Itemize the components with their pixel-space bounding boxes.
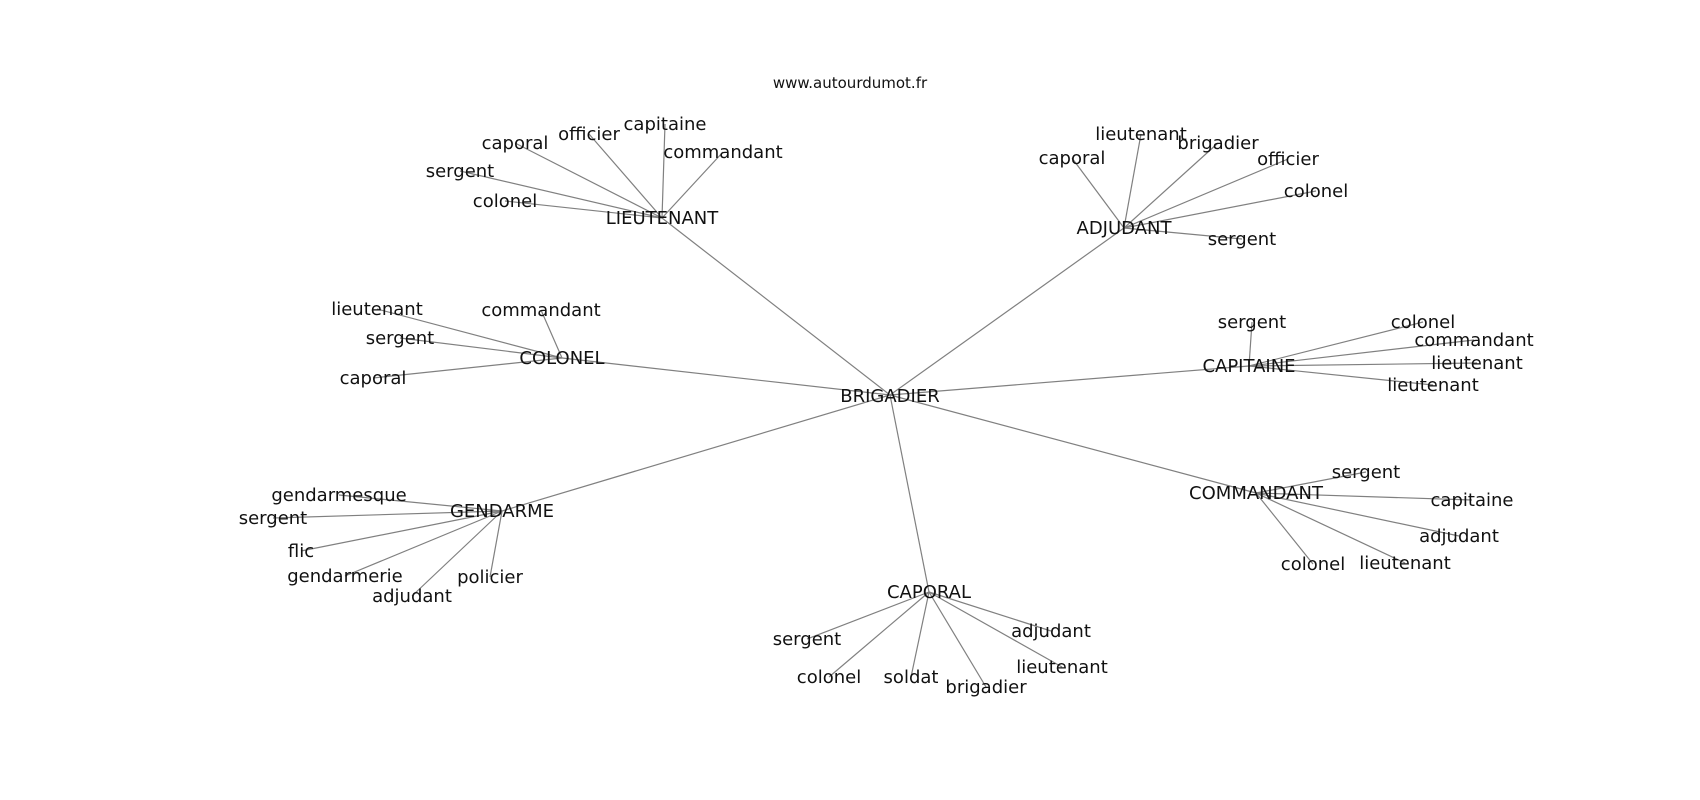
hub-node-adjudant[interactable]: ADJUDANT (1077, 218, 1173, 239)
leaf-word-adjudant-3[interactable]: officier (1257, 149, 1319, 170)
leaf-word-caporal-1[interactable]: adjudant (1011, 621, 1091, 642)
edge-commandant-lieutenant (1255, 492, 1406, 564)
leaf-word-colonel-2[interactable]: sergent (366, 328, 435, 349)
edge-gendarme-gendarmerie (344, 510, 503, 577)
edge-commandant-colonel (1255, 492, 1314, 565)
edge-capitaine-commandant (1248, 339, 1475, 367)
hub-node-gendarme[interactable]: GENDARME (450, 501, 554, 522)
leaf-word-caporal-5[interactable]: brigadier (945, 677, 1027, 698)
edge-caporal-brigadier (928, 591, 987, 688)
leaf-word-lieutenant-2[interactable]: officier (558, 124, 620, 145)
edge-adjudant-officier (1123, 158, 1289, 229)
graph-edges (272, 123, 1478, 688)
edge-center-caporal (889, 394, 930, 593)
edge-center-capitaine (889, 365, 1250, 396)
edge-center-lieutenant (661, 217, 891, 396)
edge-center-gendarme (501, 394, 891, 512)
leaf-word-adjudant-5[interactable]: sergent (1208, 229, 1277, 250)
edge-adjudant-sergent (1123, 227, 1243, 240)
edge-colonel-sergent (399, 337, 563, 359)
leaf-word-colonel-0[interactable]: lieutenant (331, 299, 423, 320)
leaf-word-capitaine-4[interactable]: lieutenant (1387, 375, 1479, 396)
site-url: www.autourdumot.fr (773, 74, 928, 92)
edge-caporal-adjudant (928, 591, 1052, 632)
leaf-word-caporal-3[interactable]: colonel (797, 667, 861, 688)
leaf-word-capitaine-0[interactable]: sergent (1218, 312, 1287, 333)
edge-lieutenant-officier (588, 133, 663, 219)
leaf-word-gendarme-0[interactable]: gendarmesque (271, 485, 406, 506)
leaf-word-adjudant-2[interactable]: brigadier (1177, 133, 1259, 154)
center-node-brigadier[interactable]: BRIGADIER (840, 386, 939, 407)
edge-adjudant-lieutenant (1123, 133, 1142, 229)
leaf-word-capitaine-3[interactable]: lieutenant (1431, 353, 1523, 374)
leaf-word-lieutenant-5[interactable]: colonel (473, 191, 537, 212)
leaf-word-lieutenant-3[interactable]: capitaine (624, 114, 707, 135)
leaf-word-commandant-0[interactable]: sergent (1332, 462, 1401, 483)
edge-lieutenant-colonel (504, 200, 663, 219)
leaf-word-gendarme-4[interactable]: adjudant (372, 586, 452, 607)
leaf-word-commandant-4[interactable]: colonel (1281, 554, 1345, 575)
edge-gendarme-adjudant (411, 510, 503, 597)
edge-adjudant-brigadier (1123, 142, 1219, 229)
leaf-word-adjudant-0[interactable]: caporal (1039, 148, 1106, 169)
leaf-word-capitaine-2[interactable]: commandant (1414, 330, 1533, 351)
edge-capitaine-lieutenant (1248, 365, 1434, 386)
edge-caporal-sergent (806, 591, 930, 640)
leaf-word-caporal-2[interactable]: lieutenant (1016, 657, 1108, 678)
leaf-word-capitaine-1[interactable]: colonel (1391, 312, 1455, 333)
edge-caporal-lieutenant (928, 591, 1063, 668)
leaf-word-lieutenant-0[interactable]: sergent (426, 161, 495, 182)
hub-node-lieutenant[interactable]: LIEUTENANT (606, 208, 719, 229)
edge-colonel-lieutenant (376, 308, 563, 359)
leaf-word-commandant-1[interactable]: capitaine (1431, 490, 1514, 511)
hub-node-capitaine[interactable]: CAPITAINE (1202, 356, 1295, 377)
edge-lieutenant-caporal (514, 142, 663, 219)
leaf-word-lieutenant-1[interactable]: caporal (482, 133, 549, 154)
leaf-word-commandant-2[interactable]: adjudant (1419, 526, 1499, 547)
edge-adjudant-colonel (1123, 190, 1317, 229)
hub-node-caporal[interactable]: CAPORAL (887, 582, 971, 603)
edge-adjudant-caporal (1071, 157, 1125, 229)
edge-capitaine-sergent (1248, 321, 1253, 367)
leaf-word-gendarme-1[interactable]: sergent (239, 508, 308, 529)
leaf-word-adjudant-1[interactable]: lieutenant (1095, 124, 1187, 145)
edge-commandant-adjudant (1255, 492, 1460, 537)
edge-colonel-caporal (372, 357, 563, 379)
leaf-word-colonel-1[interactable]: commandant (481, 300, 600, 321)
edge-gendarme-policier (489, 510, 503, 578)
edge-lieutenant-sergent (459, 170, 663, 219)
leaf-word-gendarme-5[interactable]: policier (457, 567, 523, 588)
leaf-word-caporal-4[interactable]: soldat (884, 667, 939, 688)
leaf-word-caporal-0[interactable]: sergent (773, 629, 842, 650)
leaf-word-colonel-3[interactable]: caporal (340, 368, 407, 389)
hub-node-colonel[interactable]: COLONEL (519, 348, 604, 369)
leaf-word-lieutenant-4[interactable]: commandant (663, 142, 782, 163)
edge-center-commandant (889, 394, 1257, 494)
hub-node-commandant[interactable]: COMMANDANT (1189, 483, 1324, 504)
edge-caporal-colonel (828, 591, 930, 678)
edge-colonel-commandant (540, 309, 563, 359)
edge-capitaine-colonel (1248, 321, 1424, 367)
leaf-word-adjudant-4[interactable]: colonel (1284, 181, 1348, 202)
edge-center-adjudant (889, 227, 1125, 396)
edge-lieutenant-commandant (661, 151, 724, 219)
leaf-word-gendarme-2[interactable]: flic (288, 541, 314, 562)
edge-capitaine-lieutenant (1248, 362, 1478, 367)
edge-caporal-soldat (910, 591, 930, 678)
edge-gendarme-gendarmesque (338, 494, 503, 512)
edge-gendarme-sergent (272, 510, 503, 519)
edge-commandant-sergent (1255, 471, 1367, 494)
leaf-word-gendarme-3[interactable]: gendarmerie (287, 566, 403, 587)
edge-center-colonel (561, 357, 891, 396)
edge-commandant-capitaine (1255, 492, 1473, 501)
edge-lieutenant-capitaine (661, 123, 666, 219)
leaf-word-commandant-3[interactable]: lieutenant (1359, 553, 1451, 574)
edge-gendarme-flic (300, 510, 503, 552)
